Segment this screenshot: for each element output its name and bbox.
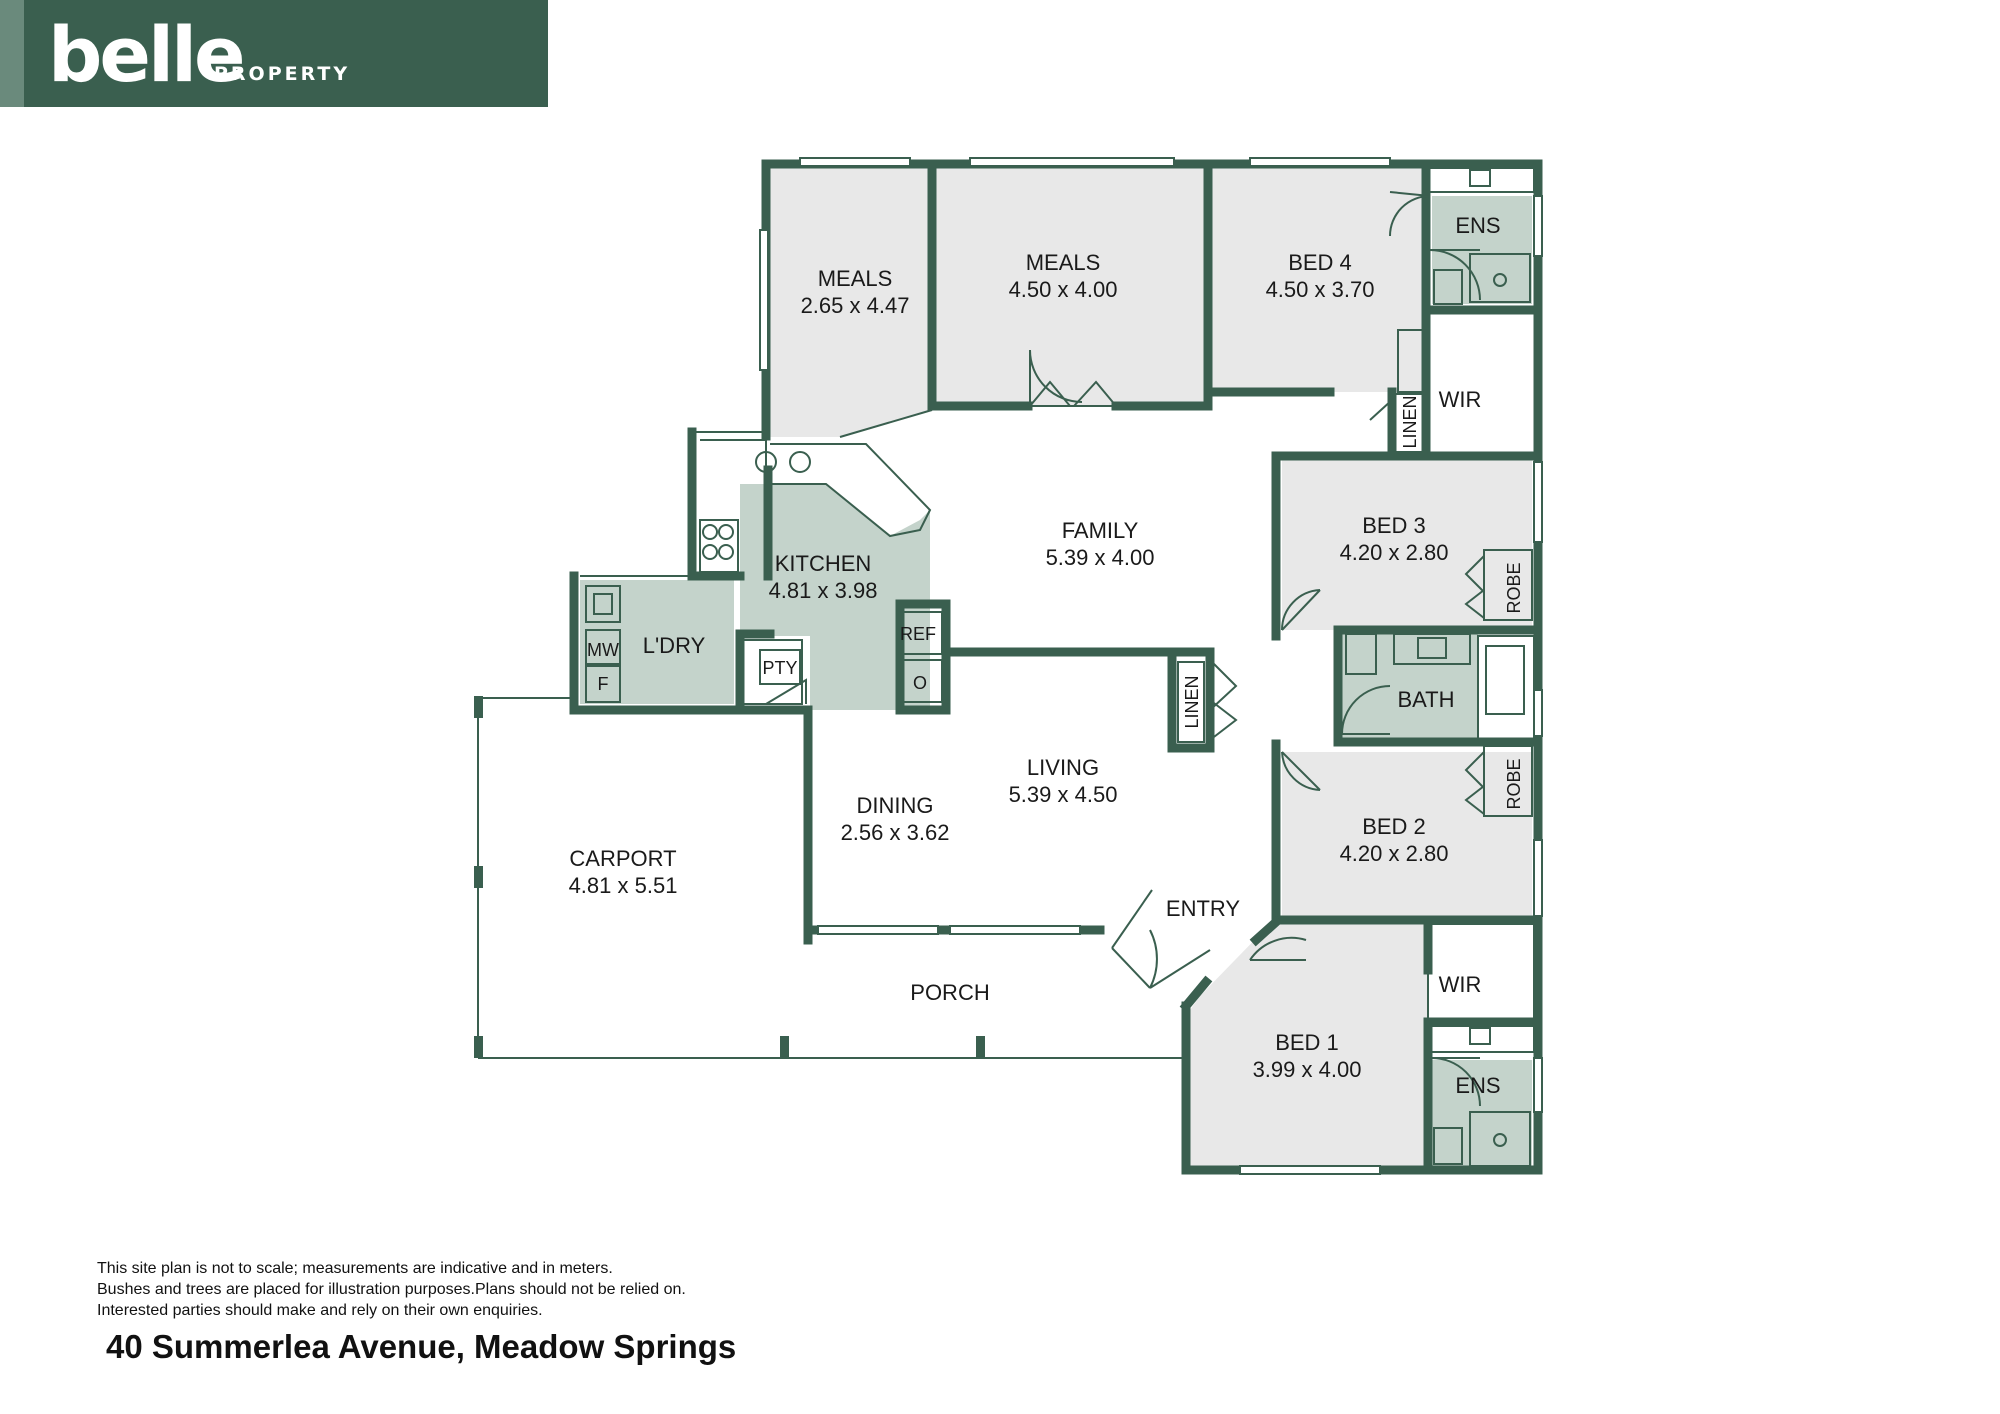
bath-name: BATH [1397, 687, 1454, 712]
ref-name: REF [900, 624, 936, 644]
wir-top-name: WIR [1439, 387, 1482, 412]
doors [765, 191, 1485, 1107]
wir-bot-name: WIR [1439, 972, 1482, 997]
family-name: FAMILY [1062, 518, 1139, 543]
kitchen-dims: 4.81 x 3.98 [769, 578, 878, 603]
bed-4-name: BED 4 [1288, 250, 1352, 275]
meals-1-dims: 2.65 x 4.47 [801, 293, 910, 318]
kitchen-floor [740, 484, 930, 710]
linen-mid-name: LINEN [1182, 675, 1202, 728]
pantry-name: PTY [762, 658, 797, 678]
bath-floor [1342, 634, 1478, 740]
bed-1-name: BED 1 [1275, 1030, 1339, 1055]
disclaimer-line: This site plan is not to scale; measurem… [97, 1260, 613, 1277]
property-address: 40 Summerlea Avenue, Meadow Springs [106, 1328, 737, 1365]
bed-1-floor [1190, 924, 1428, 1168]
carport-name: CARPORT [569, 846, 676, 871]
ens-bot-name: ENS [1455, 1073, 1500, 1098]
bed-2-dims: 4.20 x 2.80 [1340, 841, 1449, 866]
brand-header: belle PROPERTY [0, 0, 548, 107]
disclaimer: This site plan is not to scale; measurem… [97, 1258, 686, 1321]
family-dims: 5.39 x 4.00 [1046, 545, 1155, 570]
robe-3-name: ROBE [1504, 562, 1524, 613]
ens-bot-floor [1432, 1060, 1532, 1168]
microwave-name: MW [587, 640, 619, 660]
bed-4-dims: 4.50 x 3.70 [1266, 277, 1375, 302]
bed-3-dims: 4.20 x 2.80 [1340, 540, 1449, 565]
bed-2-name: BED 2 [1362, 814, 1426, 839]
windows [759, 157, 1543, 1175]
disclaimer-line: Interested parties should make and rely … [97, 1302, 543, 1319]
floor-fills [580, 162, 1532, 1168]
entry-name: ENTRY [1166, 896, 1240, 921]
fridge-name: F [598, 674, 609, 694]
bed-3-floor [1282, 460, 1532, 630]
bed-4-floor [1212, 162, 1430, 392]
meals-2-floor [936, 162, 1208, 406]
brand-accent-strip [0, 0, 24, 107]
brand-sub-text: PROPERTY [214, 63, 351, 85]
meals-1-floor [770, 162, 932, 437]
belle-logo: belle [48, 10, 246, 99]
bed-2-floor [1282, 752, 1532, 918]
thin-lines [477, 167, 1535, 1167]
kitchen-name: KITCHEN [775, 551, 872, 576]
oven-name: O [913, 673, 927, 693]
meals-2-name: MEALS [1026, 250, 1101, 275]
laundry-name: L'DRY [643, 633, 706, 658]
dining-dims: 2.56 x 3.62 [841, 820, 950, 845]
meals-1-name: MEALS [818, 266, 893, 291]
robe-2-name: ROBE [1504, 758, 1524, 809]
bed-3-name: BED 3 [1362, 513, 1426, 538]
ens-top-name: ENS [1455, 213, 1500, 238]
living-name: LIVING [1027, 755, 1099, 780]
disclaimer-line: Bushes and trees are placed for illustra… [97, 1281, 686, 1298]
living-dims: 5.39 x 4.50 [1009, 782, 1118, 807]
laundry-floor [580, 580, 734, 704]
porch-posts [474, 696, 985, 1058]
carport-dims: 4.81 x 5.51 [569, 873, 678, 898]
room-labels: MEALS 2.65 x 4.47 MEALS 4.50 x 4.00 BED … [569, 213, 1524, 1098]
bed-1-dims: 3.99 x 4.00 [1253, 1057, 1362, 1082]
meals-2-dims: 4.50 x 4.00 [1009, 277, 1118, 302]
linen-top-name: LINEN [1400, 395, 1420, 448]
dining-name: DINING [857, 793, 934, 818]
porch-name: PORCH [910, 980, 989, 1005]
